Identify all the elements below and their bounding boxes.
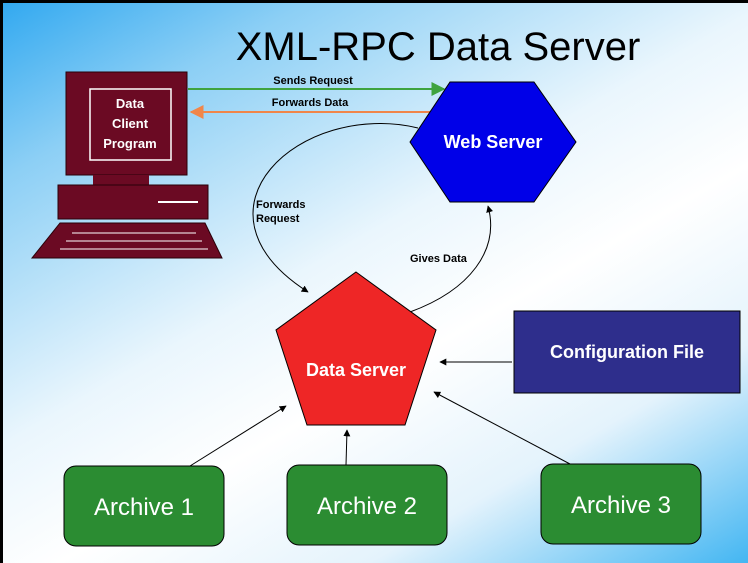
client-label-line3: Program <box>103 136 156 151</box>
archive-1-label: Archive 1 <box>94 494 194 521</box>
slide-border-left <box>0 0 3 563</box>
archive-3-node <box>540 463 702 545</box>
sends-request-label: Sends Request <box>273 75 353 87</box>
archive1-arrow <box>189 405 287 467</box>
keyboard-keys <box>60 232 208 250</box>
forwards-request-arrow <box>252 123 419 293</box>
archive-3-label: Archive 3 <box>571 492 671 519</box>
archive-2-node <box>286 464 448 546</box>
monitor-neck <box>93 175 149 185</box>
monitor-screen <box>89 88 172 161</box>
data-server-label: Data Server <box>306 360 406 380</box>
client-label-line1: Data <box>116 96 145 111</box>
client-label-line2: Client <box>112 116 149 131</box>
gives-data-arrow <box>409 205 494 313</box>
forwards-data-label: Forwards Data <box>272 97 349 109</box>
archive-1-node <box>63 465 225 547</box>
forwards-request-label-line1: Forwards <box>256 199 306 211</box>
configuration-file-label: Configuration File <box>550 342 704 362</box>
archive-2-label: Archive 2 <box>317 493 417 520</box>
archive2-arrow <box>343 429 351 466</box>
web-server-label: Web Server <box>444 132 543 152</box>
forwards-request-label-line2: Request <box>256 213 300 225</box>
configuration-file-node <box>513 310 741 394</box>
slide-title: XML-RPC Data Server <box>236 25 641 69</box>
slide-border-top <box>0 0 748 3</box>
web-server-node <box>409 81 577 203</box>
archive3-arrow <box>433 391 571 465</box>
data-server-node <box>275 271 437 426</box>
client-computer-icon <box>30 71 223 259</box>
gives-data-label: Gives Data <box>410 253 468 265</box>
